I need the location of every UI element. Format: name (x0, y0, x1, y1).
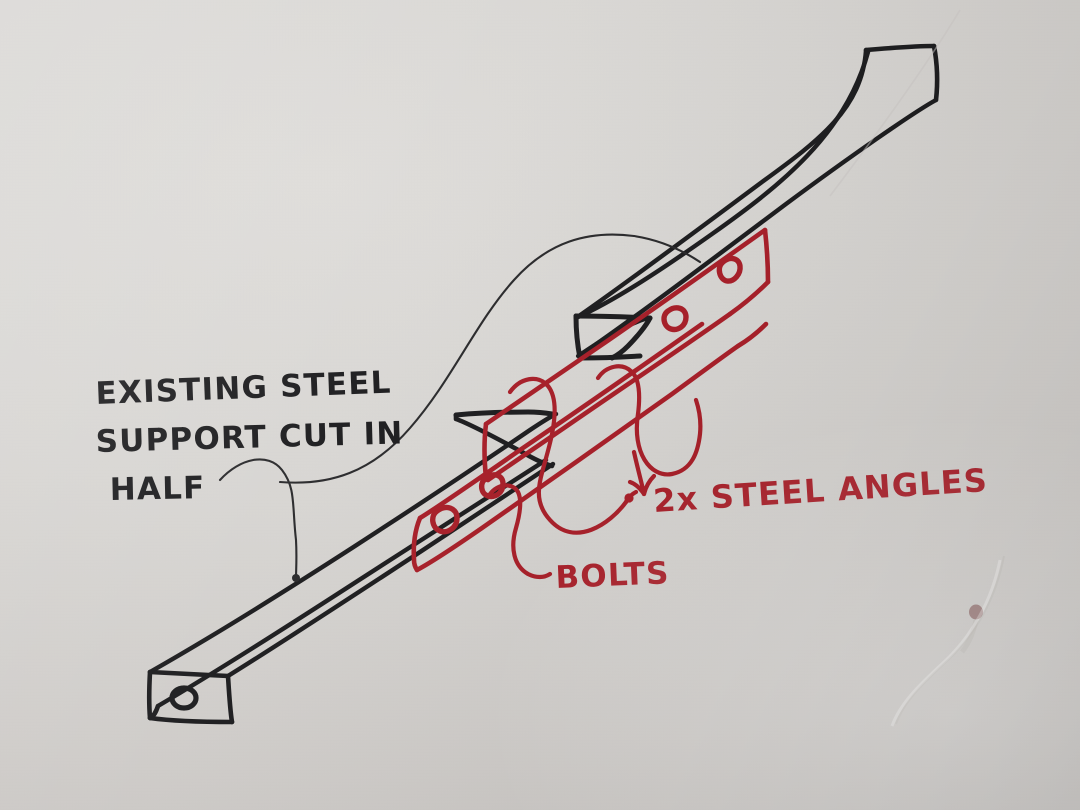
beam-lower-half (146, 409, 559, 725)
red-leader-endpoint (624, 493, 634, 503)
steel-angle-plates (411, 227, 771, 573)
beam-end-hole (169, 685, 199, 711)
black-leader-endpoint (292, 574, 300, 582)
ink-smudge-dot (969, 604, 983, 620)
paper-crease (890, 559, 1002, 727)
label-existing-steel-line3: HALF (109, 470, 205, 508)
black-leader-line (218, 233, 702, 582)
bolt-hole-upper-2 (661, 305, 689, 333)
label-existing-steel-line2: SUPPORT CUT IN (95, 415, 404, 460)
label-existing-steel-line1: EXISTING STEEL (95, 365, 392, 412)
bolt-hole-lower-2 (430, 504, 460, 535)
label-bolts: BOLTS (555, 555, 670, 596)
ink-smudge-tail (960, 619, 979, 654)
beam-upper-half (573, 43, 940, 361)
paper-sheen-line (829, 9, 961, 197)
bolt-hole-lower-1 (479, 472, 506, 500)
angle-plate-upper (482, 227, 771, 483)
paper-crease-shadow (895, 555, 1005, 725)
red-leader-lines (487, 364, 703, 580)
label-steel-angles: 2x STEEL ANGLES (652, 461, 989, 520)
photo-artefacts (829, 9, 1005, 727)
bolt-hole-upper-1 (716, 255, 743, 284)
angle-plate-lower (411, 321, 741, 573)
